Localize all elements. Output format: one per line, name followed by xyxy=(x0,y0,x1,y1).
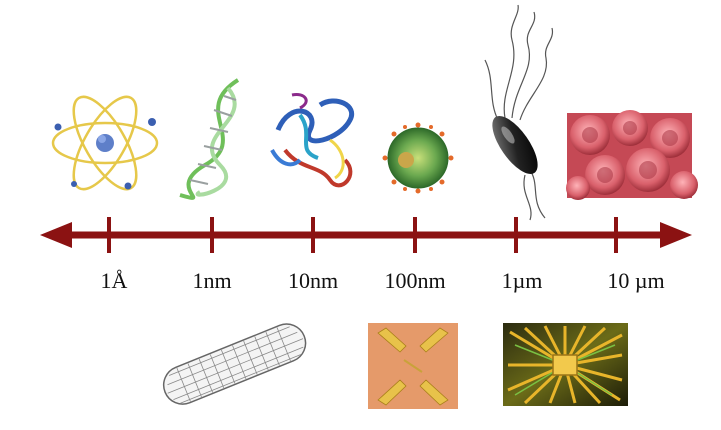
virus-icon xyxy=(383,123,454,194)
nano-transistor-icon xyxy=(368,323,458,409)
carbon-nanotube-icon xyxy=(158,318,311,409)
bacterium-icon xyxy=(484,5,552,220)
scale-axis xyxy=(40,217,692,253)
protein-structure-icon xyxy=(272,94,352,185)
dna-helix-icon xyxy=(180,80,238,198)
atom-icon xyxy=(53,88,157,198)
scale-label-1um: 1µm xyxy=(502,268,543,294)
scale-label-10um: 10 µm xyxy=(607,268,664,294)
scale-label-100nm: 100nm xyxy=(384,268,445,294)
scale-label-10nm: 10nm xyxy=(288,268,338,294)
left-arrowhead xyxy=(40,222,72,248)
scale-label-1a: 1Å xyxy=(101,268,128,294)
red-blood-cells-icon xyxy=(566,110,698,200)
right-arrowhead xyxy=(660,222,692,248)
microchip-icon xyxy=(503,323,628,406)
scale-label-1nm: 1nm xyxy=(192,268,231,294)
